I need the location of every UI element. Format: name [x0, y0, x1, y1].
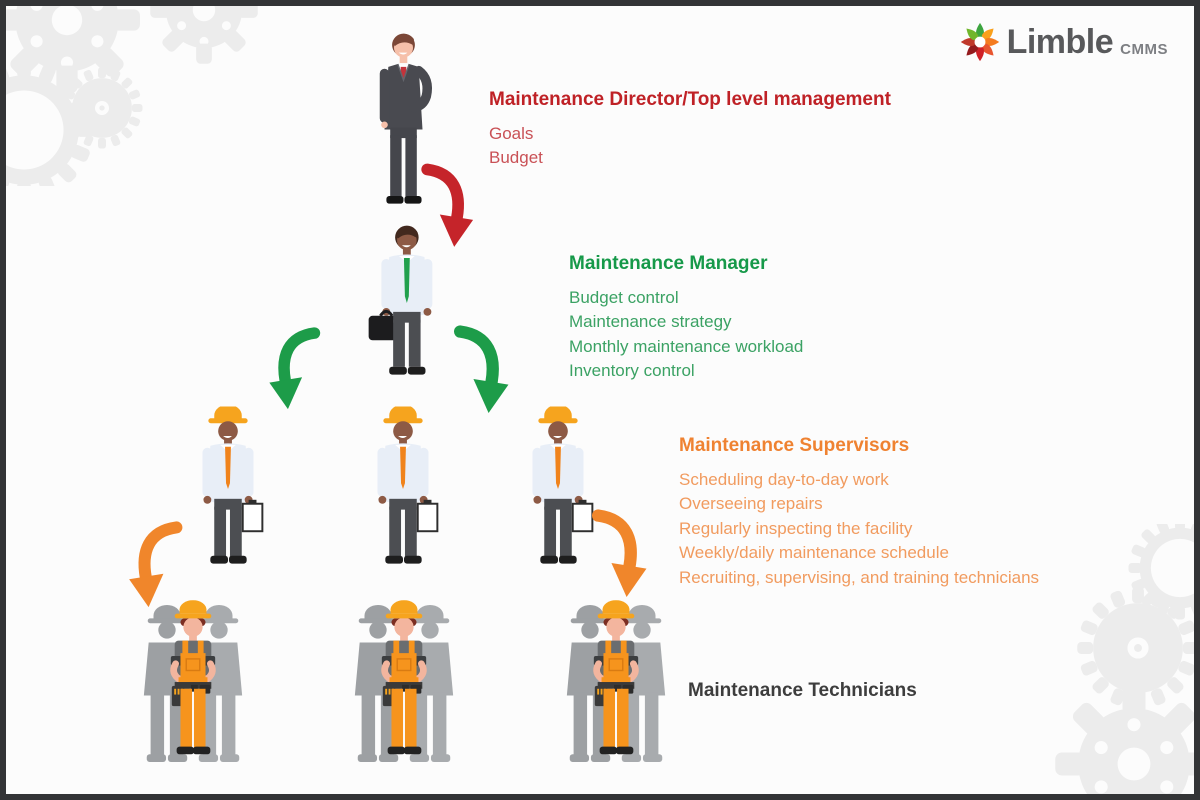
supervisor-hardhat-figure [349, 406, 457, 572]
limble-gear-icon [960, 22, 1000, 62]
manager-item: Monthly maintenance workload [569, 336, 804, 356]
supervisor-to-technicians-left-arrow [126, 520, 186, 608]
director-info-block: Maintenance Director/Top level managemen… [489, 89, 891, 171]
technician-crew-figure [351, 598, 457, 768]
director-to-manager-arrow [420, 158, 474, 252]
logo-text: Limble [1006, 23, 1114, 61]
limble-cmms-logo: Limble CMMS [960, 22, 1168, 62]
supervisors-item: Scheduling day-to-day work [679, 469, 889, 489]
supervisor-to-technicians-right-arrow [590, 508, 648, 598]
manager-title: Maintenance Manager [569, 253, 768, 274]
supervisor-hardhat-figure [174, 406, 282, 572]
technician-crew-figure [140, 598, 246, 768]
technicians-title: Maintenance Technicians [688, 680, 917, 701]
supervisors-info-block: Maintenance Supervisors Scheduling day-t… [679, 435, 1040, 590]
director-item: Budget [489, 148, 543, 168]
manager-info-block: Maintenance Manager Budget control Maint… [569, 253, 804, 384]
technician-crew-figure [563, 598, 669, 768]
supervisors-item: Regularly inspecting the facility [679, 518, 913, 538]
supervisors-item: Overseeing repairs [679, 494, 823, 514]
manager-to-right-supervisor-arrow [452, 324, 510, 414]
supervisors-item: Weekly/daily maintenance schedule [679, 543, 949, 563]
director-item: Goals [489, 123, 534, 143]
logo-suffix: CMMS [1120, 41, 1168, 58]
gear-icon [6, 6, 258, 186]
director-title: Maintenance Director/Top level managemen… [489, 89, 891, 110]
manager-item: Maintenance strategy [569, 312, 732, 332]
manager-to-left-supervisor-arrow [262, 326, 328, 410]
supervisors-item: Recruiting, supervising, and training te… [679, 567, 1040, 587]
manager-item: Budget control [569, 287, 679, 307]
manager-item: Inventory control [569, 361, 695, 381]
supervisors-title: Maintenance Supervisors [679, 435, 910, 456]
